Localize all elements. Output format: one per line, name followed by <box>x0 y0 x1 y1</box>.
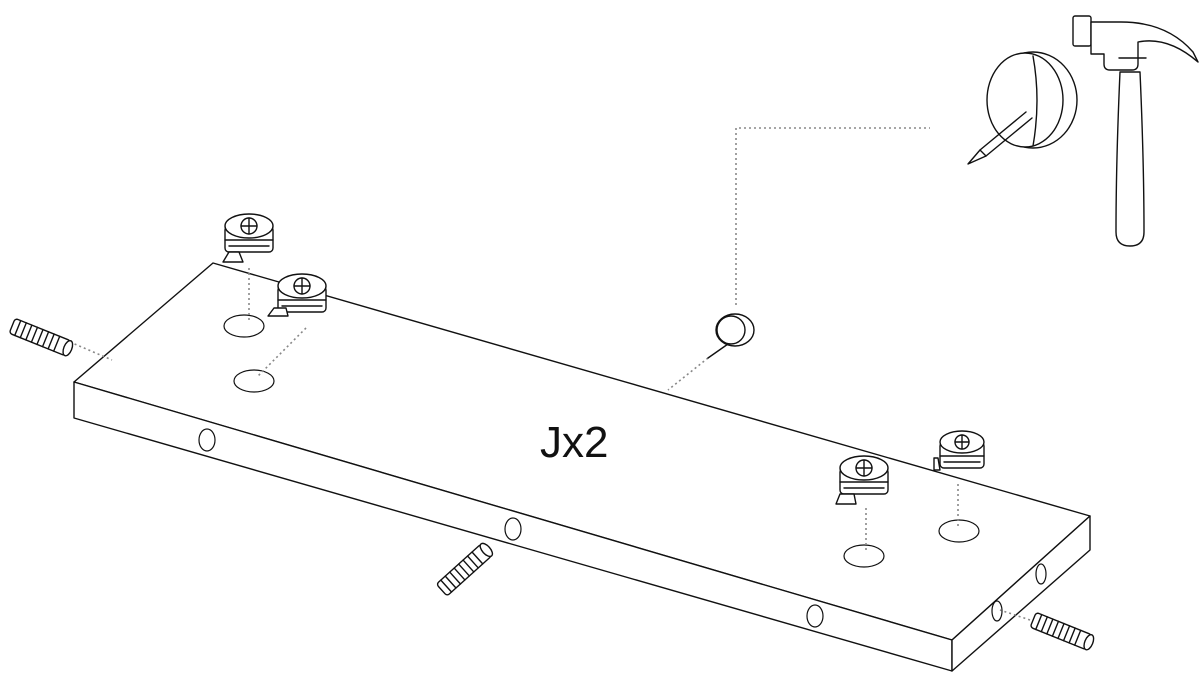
quantity-label: Jx2 <box>540 418 609 467</box>
hammer-icon <box>1072 15 1199 247</box>
felt-foot-pad <box>707 313 755 359</box>
dowel-hole <box>198 428 216 452</box>
dowel-hole <box>806 604 824 628</box>
dowel <box>1030 612 1095 651</box>
cam-lock <box>835 455 889 505</box>
dowel-hole <box>504 517 522 541</box>
board-panel <box>73 262 1091 672</box>
dowel <box>9 318 74 357</box>
cam-lock <box>267 273 327 317</box>
cam-hole <box>843 544 885 568</box>
dowel-hole <box>1035 563 1047 585</box>
dowel <box>436 542 494 596</box>
dowel-hole <box>991 600 1003 622</box>
guide-lines <box>69 127 1031 621</box>
cam-hole <box>233 369 275 393</box>
cam-hole <box>223 314 265 338</box>
foot-pad-detail-icon <box>967 51 1078 165</box>
cam-lock <box>222 213 274 263</box>
cam-lock <box>933 430 985 471</box>
cam-hole <box>938 519 980 543</box>
